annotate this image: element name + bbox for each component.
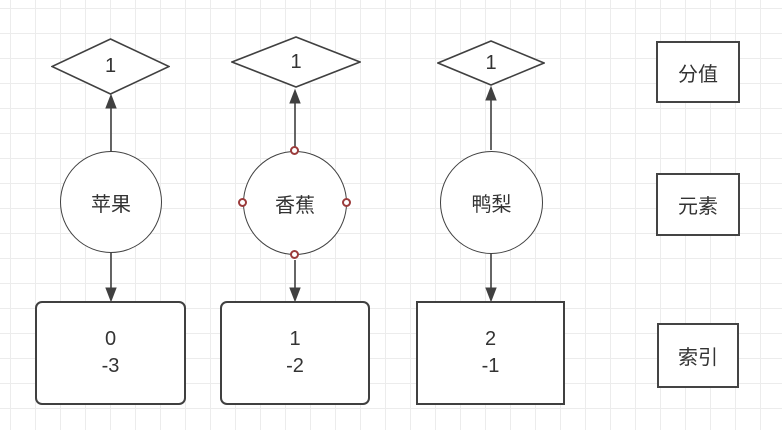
diamond-shape xyxy=(51,38,170,95)
arrow-banana-circle-to-diamond[interactable] xyxy=(289,88,301,150)
diamond-shape xyxy=(437,40,545,86)
diamond-shape xyxy=(231,36,361,88)
arrow-banana-circle-to-rect[interactable] xyxy=(289,260,301,303)
connection-point-right[interactable] xyxy=(342,198,351,207)
arrow-apple-circle-to-diamond[interactable] xyxy=(105,93,117,151)
arrow-pear-circle-to-rect[interactable] xyxy=(485,253,497,303)
connection-point-top[interactable] xyxy=(290,146,299,155)
index-box-apple[interactable]: 0 -3 xyxy=(35,301,186,405)
legend-index-box[interactable]: 索引 xyxy=(657,323,739,388)
arrow-apple-circle-to-rect[interactable] xyxy=(105,253,117,303)
connection-point-left[interactable] xyxy=(238,198,247,207)
arrow-pear-circle-to-diamond[interactable] xyxy=(485,85,497,150)
connection-point-bottom[interactable] xyxy=(290,250,299,259)
